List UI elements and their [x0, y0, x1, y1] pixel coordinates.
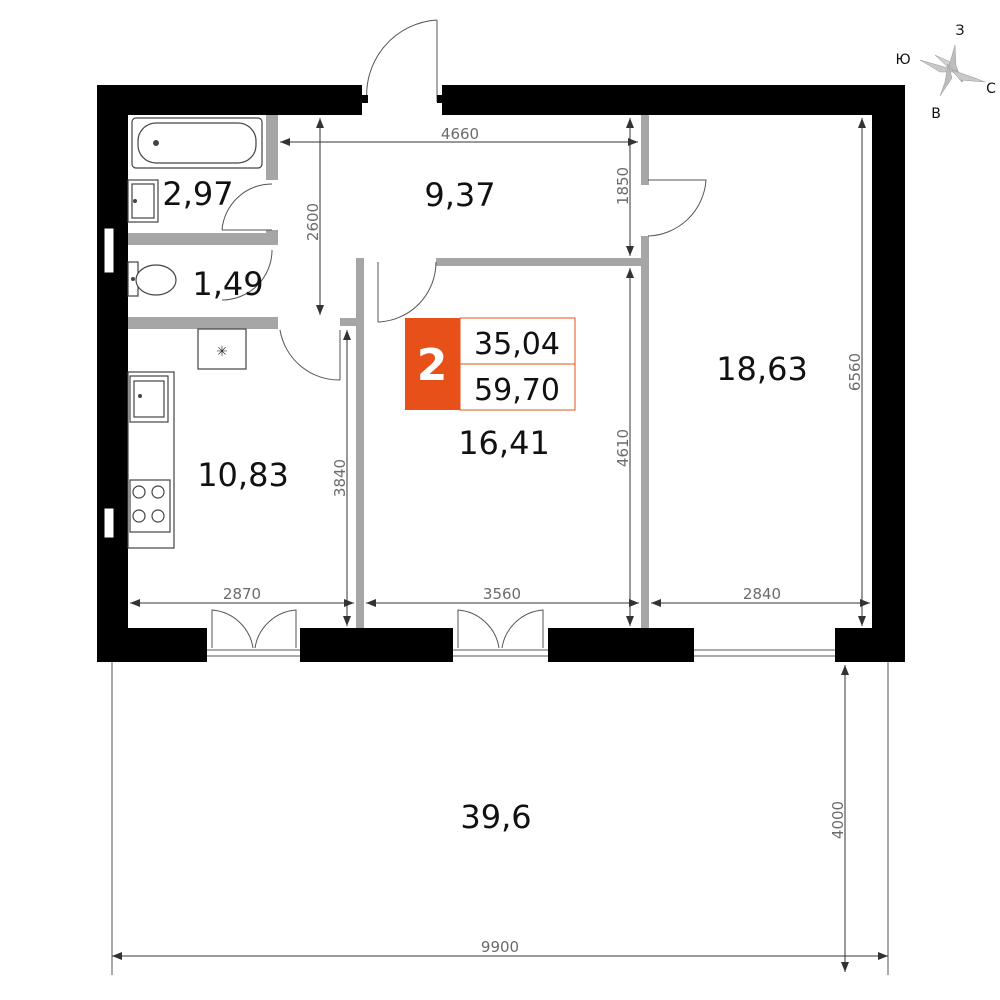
apartment-badge: 2 35,04 59,70 — [405, 317, 576, 411]
hallway-area: 9,37 — [424, 176, 495, 214]
bedroom-area: 16,41 — [458, 424, 550, 462]
compass-east: В — [931, 106, 941, 122]
dim-hall-depth: 1850 — [614, 167, 632, 205]
dim-total-width: 9900 — [481, 938, 519, 956]
compass-west: З — [956, 23, 965, 39]
compass-north: С — [986, 81, 996, 97]
partition-walls — [128, 115, 649, 628]
living-area: 35,04 — [474, 327, 560, 362]
dim-kitchen-height: 3840 — [331, 459, 349, 497]
total-area: 59,70 — [474, 373, 560, 408]
dim-living-height: 6560 — [846, 353, 864, 391]
room-count: 2 — [417, 340, 448, 391]
doors — [211, 19, 707, 649]
room-count-box — [405, 318, 460, 410]
dim-bath-height: 2600 — [304, 203, 322, 241]
compass-icon: З Ю С В — [895, 23, 996, 122]
svg-text:✳: ✳ — [216, 344, 228, 360]
dim-kitchen-width: 2870 — [223, 585, 261, 603]
terrace-area: 39,6 — [460, 798, 531, 836]
dim-bedroom-height: 4610 — [614, 429, 632, 467]
kitchen-area: 10,83 — [197, 456, 289, 494]
terrace-outline — [111, 662, 889, 975]
bathtub-icon — [131, 117, 263, 169]
compass-south: Ю — [895, 52, 910, 68]
ventilation-shaft-icon: ✳ — [197, 328, 247, 370]
dim-terrace-depth: 4000 — [829, 801, 847, 839]
toilet-icon — [127, 261, 177, 297]
living-room-area: 18,63 — [716, 350, 808, 388]
window-glazing — [207, 649, 835, 657]
toilet-area: 1,49 — [192, 265, 263, 303]
kitchen-counter — [127, 371, 175, 549]
dim-living-width: 2840 — [743, 585, 781, 603]
dimension-lines — [112, 118, 888, 972]
exterior-walls — [97, 85, 905, 662]
washbasin-icon — [127, 179, 159, 223]
bathroom-area: 2,97 — [162, 175, 233, 213]
dim-bedroom-width: 3560 — [483, 585, 521, 603]
dim-hall-width: 4660 — [441, 125, 479, 143]
